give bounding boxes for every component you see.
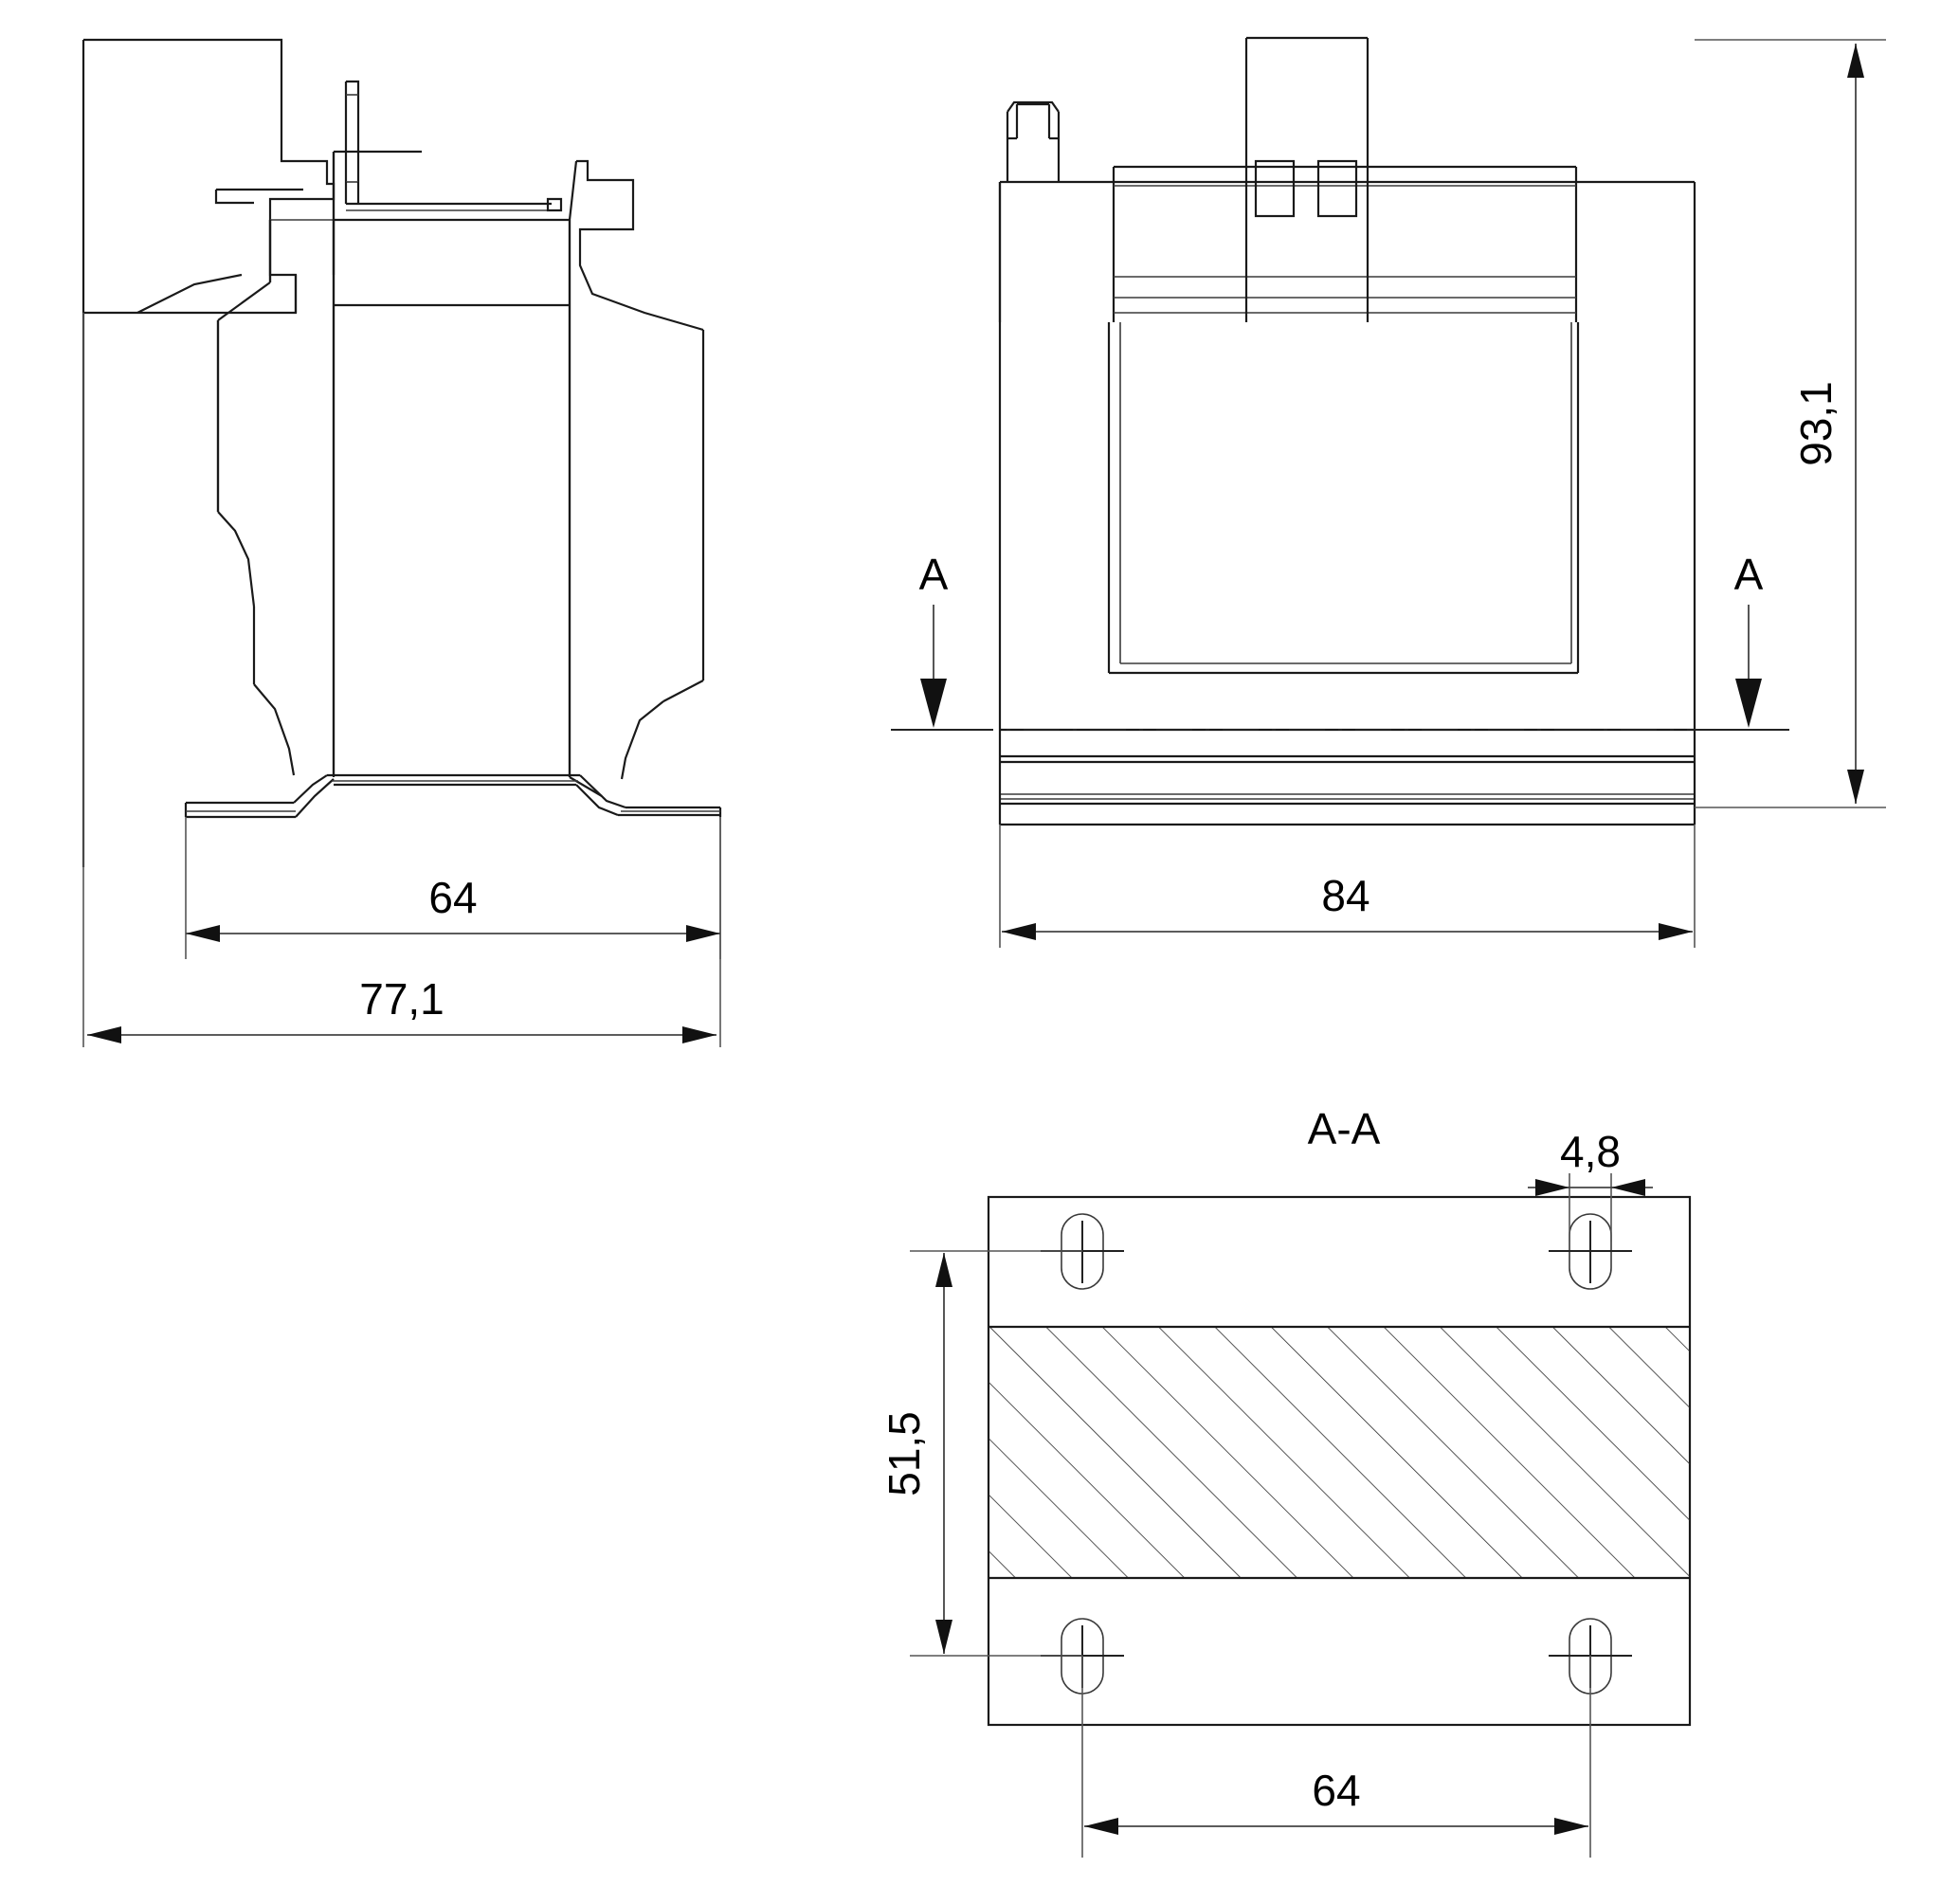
dim-77-1: 77,1	[87, 974, 716, 1043]
dim-4-8: 4,8	[1528, 1127, 1653, 1196]
dim-93-1-label: 93,1	[1791, 381, 1841, 466]
dim-84-label: 84	[1321, 871, 1369, 920]
dim-51-5-label: 51,5	[880, 1411, 929, 1496]
dim-93-1: 93,1	[1695, 39, 1886, 808]
side-view-geometry	[82, 38, 722, 1047]
section-marker-left: A	[891, 550, 974, 731]
dim-64-side: 64	[186, 873, 720, 942]
dim-84: 84	[999, 825, 1696, 948]
front-view-geometry	[957, 36, 1801, 826]
section-marker-right-label: A	[1734, 550, 1764, 599]
section-view-title: A-A	[1308, 1104, 1381, 1153]
dim-51-5: 51,5	[880, 1253, 952, 1654]
section-marker-right: A	[1706, 550, 1789, 731]
dim-64-section: 64	[1084, 1766, 1588, 1835]
section-view-geometry	[910, 1173, 1692, 1858]
dim-64-section-label: 64	[1312, 1766, 1360, 1815]
dim-77-1-label: 77,1	[359, 974, 444, 1024]
section-marker-left-label: A	[919, 550, 949, 599]
dim-64-side-label: 64	[428, 873, 477, 922]
slot-top-right	[1549, 1213, 1632, 1290]
dim-4-8-label: 4,8	[1560, 1127, 1621, 1176]
